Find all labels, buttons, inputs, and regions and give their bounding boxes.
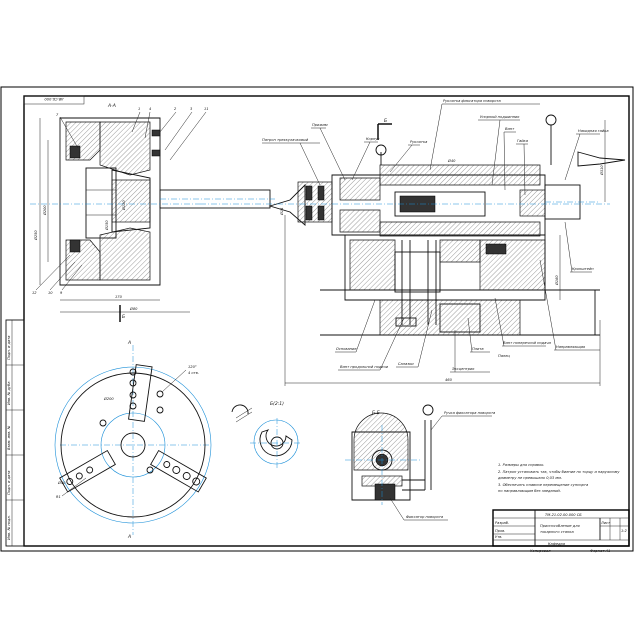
svg-text:1: 1 (138, 107, 140, 111)
dim-d6: Ø250 (33, 230, 38, 241)
section-b-marker-left: Б (122, 314, 125, 320)
view-a-chuck-face: А А 120° 4 (54, 340, 212, 540)
view-a-label-top: А (127, 340, 131, 346)
title-row-2: Пров. (495, 529, 505, 533)
dim-d9: Ø310 (599, 165, 604, 176)
top-stamp: АВ.СБ.000 (23, 95, 85, 105)
side-stamp: Инв. № подл. Подп. и дата Взам. инв. № И… (5, 319, 25, 547)
detail-b-label: Б(2:1) (270, 401, 284, 407)
callout-clamp: Прижим (312, 123, 328, 127)
detail-b-view: Б(2:1) (231, 401, 302, 468)
svg-text:10: 10 (48, 291, 53, 295)
main-assembly-view: 460 Ø310 Ø160 Ø14 Ø40 Б Рукоятка фиксато… (200, 99, 626, 386)
callout-body: Корпус (366, 137, 380, 141)
dim-d2: Ø200 (42, 205, 47, 216)
svg-text:2: 2 (174, 107, 177, 111)
dim-d11: Ø40 (447, 158, 456, 163)
dim-d8: 170 (115, 295, 123, 299)
callout-top-nut: Накидная гайка (578, 129, 609, 133)
title-name-2: токарного станка (540, 530, 574, 534)
title-row-1: Разраб. (495, 521, 509, 525)
technical-notes: 1. Размеры для справок. 2. Патрон устано… (497, 463, 620, 493)
title-org: Кафедра (548, 542, 565, 546)
view-a-label-bottom: А (127, 534, 131, 540)
dim-d11-face: Ø40 (57, 480, 66, 485)
svg-text:7: 7 (56, 113, 59, 117)
title-scale: 1:2 (621, 529, 627, 533)
svg-text:3: 3 (190, 107, 193, 111)
callout-screw-feed: Винт продольной подачи (340, 365, 389, 369)
callout-top-handle: Рукоятка фиксатора поворота (443, 99, 501, 103)
callout-base: Основание (336, 347, 357, 351)
callout-guide: Направляющая (556, 345, 586, 349)
sheet-outer-frame (0, 86, 634, 552)
callout-slide: Салазки (398, 362, 414, 366)
section-bb-label: Б-Б (372, 410, 380, 416)
dim-holes: 4 отв. (188, 371, 199, 375)
svg-text:4: 4 (149, 107, 152, 111)
note-4: 3. Обеспечить плавное перемещение суппор… (498, 483, 588, 487)
svg-text:12: 12 (32, 291, 37, 295)
callout-thrust: Упорный подшипник (480, 115, 520, 119)
side-stamp-2: Подп. и дата (7, 471, 11, 495)
dim-d7: 460 (445, 378, 453, 382)
side-stamp-1: Инв. № подл. (7, 515, 11, 540)
callout-fixator: Фиксатор поворота (406, 515, 443, 519)
section-b-marker-top: Б (384, 118, 387, 124)
main-callouts: Рукоятка фиксатора поворота Упорный подш… (262, 99, 609, 373)
callout-carriage: Гайка (517, 139, 528, 143)
note-1: 1. Размеры для справок. (498, 463, 545, 467)
note-3: диаметру не превышало 0,03 мм. (497, 476, 562, 480)
title-sheet: Лист (600, 521, 611, 525)
dim-d4: Ø120 (121, 200, 126, 211)
callout-bracket: Кронштейн (572, 267, 594, 271)
section-aa-label: А-А (107, 103, 116, 109)
callout-holder-top-left: Патрон трехкулачковый (262, 138, 309, 142)
dim-angle: 120° (188, 365, 197, 369)
section-aa-view: А-А Ø250 Ø200 170 Ø80 Ø150 Ø120 (30, 103, 275, 322)
title-block: ТМ-21.02.00.000 СБ Приспособление для то… (492, 509, 630, 553)
title-name-1: Приспособление для (540, 524, 581, 528)
title-format: Формат А1 (590, 549, 610, 553)
dim-d10: Ø14 (279, 207, 284, 216)
section-bb-view: Б-Б Ручка фиксатора поворота Фиксатор по… (345, 404, 495, 521)
callout-rail: Винт поперечной подачи (503, 341, 551, 345)
dim-d3: Ø160 (554, 275, 559, 286)
note-5: по направляющим без заеданий. (498, 489, 561, 493)
side-stamp-3: Взам. инв. № (7, 425, 11, 450)
title-copied: Копировал (530, 549, 551, 553)
callout-pin2: Палец (498, 354, 510, 358)
svg-text:11: 11 (204, 107, 209, 111)
title-code: ТМ-21.02.00.000 СБ (545, 513, 582, 517)
side-stamp-4: Инв. № дубл. (7, 380, 11, 405)
dim-d7-left: Ø80 (129, 306, 138, 311)
part-leaders-aa: 7 1 4 2 3 11 12 10 9 (32, 107, 209, 295)
callout-fixator-handle: Ручка фиксатора поворота (444, 411, 495, 415)
svg-text:АВ.СБ.000: АВ.СБ.000 (44, 97, 65, 101)
side-stamp-5: Подп. и дата (7, 336, 11, 360)
dim-d1: Ø150 (104, 220, 109, 231)
title-row-3: Утв. (495, 535, 503, 539)
dim-d5-face: Ø200 (103, 396, 114, 401)
callout-nut: Винт (505, 127, 515, 131)
dim-r1: R1 (56, 495, 61, 499)
note-2: 2. Патрон установить так, чтобы биение п… (498, 470, 620, 474)
svg-text:9: 9 (60, 291, 63, 295)
callout-pin: Плита (472, 347, 484, 351)
callout-plate: Эксцентрик (451, 367, 475, 371)
callout-lead: Рукоятка (410, 140, 427, 144)
